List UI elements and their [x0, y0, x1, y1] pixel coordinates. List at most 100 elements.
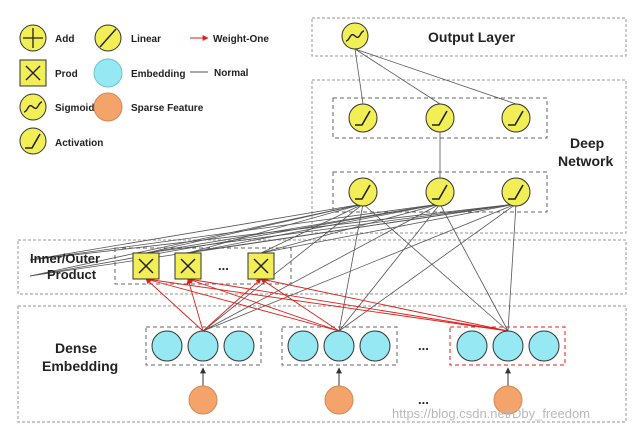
- embedding-group-n: [449, 326, 566, 366]
- edge-embedding-hidden1: [362, 203, 509, 332]
- edge-hidden2-output: [354, 48, 517, 105]
- sigmoid-icon: [23, 101, 43, 113]
- edge-embedding-hidden1: [507, 203, 517, 332]
- output-sigmoid-node: [341, 22, 369, 50]
- legend-prod: Prod: [19, 59, 78, 87]
- cross-icon: [25, 65, 41, 81]
- output-layer-frame: [311, 17, 627, 57]
- edge-hidden2-output: [354, 48, 441, 105]
- plus-icon: [23, 28, 43, 48]
- legend-activation-label: Activation: [55, 138, 103, 149]
- sigmoid-icon: [345, 30, 365, 42]
- edge-weight-one: [145, 277, 340, 332]
- edge-weight-one: [187, 278, 340, 332]
- edge-weight-one: [260, 278, 340, 332]
- embedding-layer-frame: [17, 305, 627, 423]
- legend-prod-label: Prod: [55, 69, 78, 80]
- weight-one-connections: [145, 277, 509, 332]
- legend-normal-label: Normal: [214, 68, 249, 79]
- hidden1-node-3: [501, 177, 531, 207]
- product-node-1: [132, 252, 160, 280]
- prod-icon: [253, 258, 269, 274]
- hidden2-node-2: [425, 103, 455, 133]
- activation-icon: [355, 110, 371, 126]
- edge-embedding-hidden1: [439, 203, 509, 332]
- edge-linear-hidden1: [29, 203, 441, 261]
- legend-add: Add: [19, 24, 74, 52]
- deep-network-frame: [311, 79, 627, 234]
- activation-icon: [508, 184, 524, 200]
- edge-linear-hidden1: [29, 203, 517, 277]
- edge-weight-one: [145, 278, 204, 332]
- edge-embedding-hidden1: [202, 203, 517, 332]
- legend-normal: Normal: [190, 68, 249, 79]
- product-group: [114, 247, 292, 285]
- embedding-field-2: [287, 330, 391, 362]
- legend-add-label: Add: [55, 34, 74, 45]
- normal-connections: [29, 48, 517, 332]
- legend-activation: Activation: [19, 127, 103, 155]
- sparse-ellipsis: ...: [418, 392, 429, 407]
- legend-weight-one-label: Weight-One: [213, 34, 269, 45]
- edge-weight-one: [202, 278, 262, 332]
- embedding-ellipsis: ...: [418, 338, 429, 353]
- legend-linear-label: Linear: [131, 34, 161, 45]
- edge-weight-one: [187, 277, 509, 332]
- hidden2-node-1: [348, 103, 378, 133]
- product-node-n: [247, 252, 275, 280]
- product-node-2: [174, 252, 202, 280]
- product-layer-title-line2: Product: [47, 267, 97, 282]
- legend-weight-one: Weight-One: [190, 34, 269, 45]
- activation-icon: [432, 184, 448, 200]
- legend-sparse-feature-label: Sparse Feature: [131, 103, 204, 114]
- embedding-layer-title-line1: Dense: [55, 340, 97, 356]
- legend-linear: Linear: [94, 24, 161, 52]
- legend: Add Prod Sigmoid Activation Linear Embed…: [19, 24, 269, 155]
- embedding-field-n: [456, 330, 560, 362]
- activation-icon: [25, 133, 41, 149]
- product-layer-frame: [17, 239, 627, 295]
- hidden1-node-1: [348, 177, 378, 207]
- hidden2-node-3: [501, 103, 531, 133]
- output-layer-title: Output Layer: [428, 29, 516, 45]
- legend-sparse-feature: Sparse Feature: [93, 92, 204, 122]
- edge-weight-one: [260, 277, 509, 332]
- edge-hidden2-output: [354, 48, 364, 105]
- edge-product-hidden1: [260, 203, 517, 254]
- embedding-layer-title-line2: Embedding: [42, 358, 118, 374]
- deep-network-title-line2: Network: [558, 153, 613, 169]
- activation-icon: [508, 110, 524, 126]
- embedding-group-1: [145, 326, 262, 366]
- edge-product-hidden1: [145, 203, 441, 254]
- edge-embedding-hidden1: [202, 203, 441, 332]
- legend-embedding-label: Embedding: [131, 69, 185, 80]
- edge-embedding-hidden1: [338, 203, 517, 332]
- sparse-feature-1: [188, 385, 218, 415]
- edge-linear-hidden1: [29, 203, 364, 277]
- linear-icon: [99, 28, 117, 48]
- legend-sigmoid: Sigmoid: [19, 93, 94, 121]
- edge-weight-one: [186, 278, 204, 332]
- edge-product-hidden1: [187, 203, 441, 254]
- prod-icon: [138, 258, 154, 274]
- activation-icon: [355, 184, 371, 200]
- edge-linear-hidden1: [29, 203, 441, 277]
- legend-sigmoid-label: Sigmoid: [55, 103, 94, 114]
- watermark: https://blog.csdn.net/Dby_freedom: [392, 406, 590, 421]
- edge-embedding-hidden1: [338, 203, 441, 332]
- edge-product-hidden1: [187, 203, 364, 254]
- sparse-feature-n: [493, 385, 523, 415]
- sparse-feature-2: [324, 385, 354, 415]
- product-ellipsis: ...: [218, 258, 229, 273]
- embedding-field-1: [151, 330, 255, 362]
- product-layer-title-line1: Inner/Outer: [30, 251, 100, 266]
- activation-icon: [432, 110, 448, 126]
- hidden1-node-2: [425, 177, 455, 207]
- edge-weight-one: [145, 277, 509, 332]
- edge-linear-hidden1: [29, 203, 364, 261]
- legend-embedding: Embedding: [93, 58, 185, 88]
- edge-linear-hidden1: [29, 203, 517, 261]
- prod-icon: [180, 258, 196, 274]
- edge-embedding-hidden1: [338, 203, 364, 332]
